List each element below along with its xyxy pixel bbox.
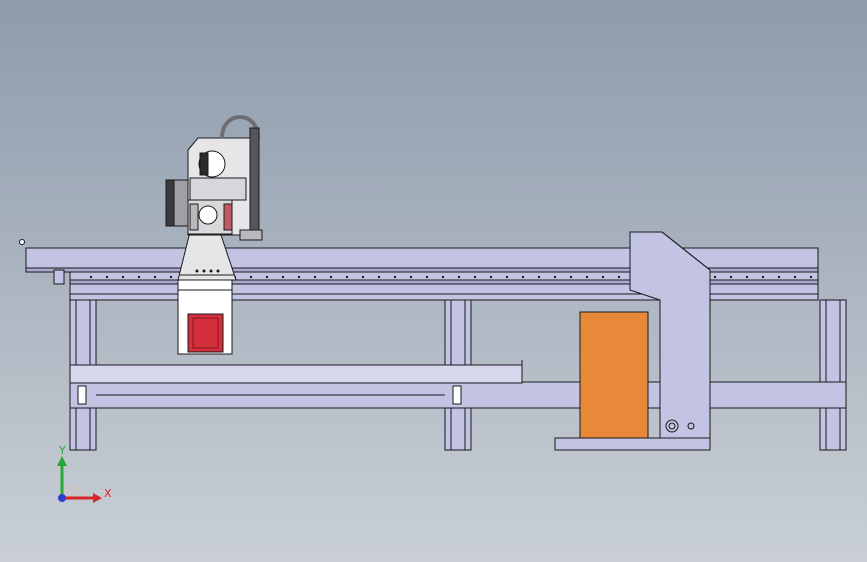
carriage-bolt-1 bbox=[195, 269, 199, 273]
side-column-slope-edge bbox=[661, 231, 711, 271]
actuator-foot bbox=[239, 229, 263, 241]
y-axis-arrowhead bbox=[57, 456, 67, 466]
gantry-machine-model[interactable] bbox=[19, 115, 847, 451]
leg-bolt-slot-left bbox=[77, 385, 87, 405]
red-block-inset bbox=[192, 317, 219, 349]
triad-arc bbox=[62, 485, 92, 498]
side-unit-base[interactable] bbox=[554, 437, 711, 451]
z-axis-dot bbox=[58, 494, 66, 502]
head-plate-slot bbox=[199, 152, 209, 176]
red-motor-block[interactable] bbox=[187, 313, 224, 353]
vertical-actuator[interactable] bbox=[249, 127, 260, 237]
work-table[interactable] bbox=[69, 364, 523, 384]
column-pivot-outer[interactable] bbox=[665, 419, 679, 433]
column-bolt bbox=[687, 422, 695, 430]
x-axis-arrowhead bbox=[93, 493, 102, 503]
gear-clamp bbox=[223, 203, 233, 231]
x-axis-label: X bbox=[104, 487, 112, 500]
leg-bolt-slot-middle bbox=[452, 385, 462, 405]
carriage-bolt-4 bbox=[216, 269, 220, 273]
gear-wheel[interactable] bbox=[198, 205, 218, 225]
column-pivot-inner bbox=[668, 422, 676, 430]
gear-guard bbox=[189, 203, 199, 231]
orange-counterweight[interactable] bbox=[579, 311, 649, 439]
carriage-bolt-2 bbox=[202, 269, 206, 273]
leg-right[interactable] bbox=[819, 299, 847, 451]
beam-end-bracket bbox=[53, 269, 65, 285]
carriage-bolt-3 bbox=[209, 269, 213, 273]
beam-endcap-marker bbox=[19, 239, 25, 245]
coordinate-triad: Y X bbox=[57, 444, 112, 503]
head-plate-lower bbox=[189, 177, 247, 201]
y-axis-label: Y bbox=[58, 444, 66, 457]
side-motor-cap bbox=[165, 179, 175, 227]
leg-right-inner bbox=[825, 299, 841, 451]
